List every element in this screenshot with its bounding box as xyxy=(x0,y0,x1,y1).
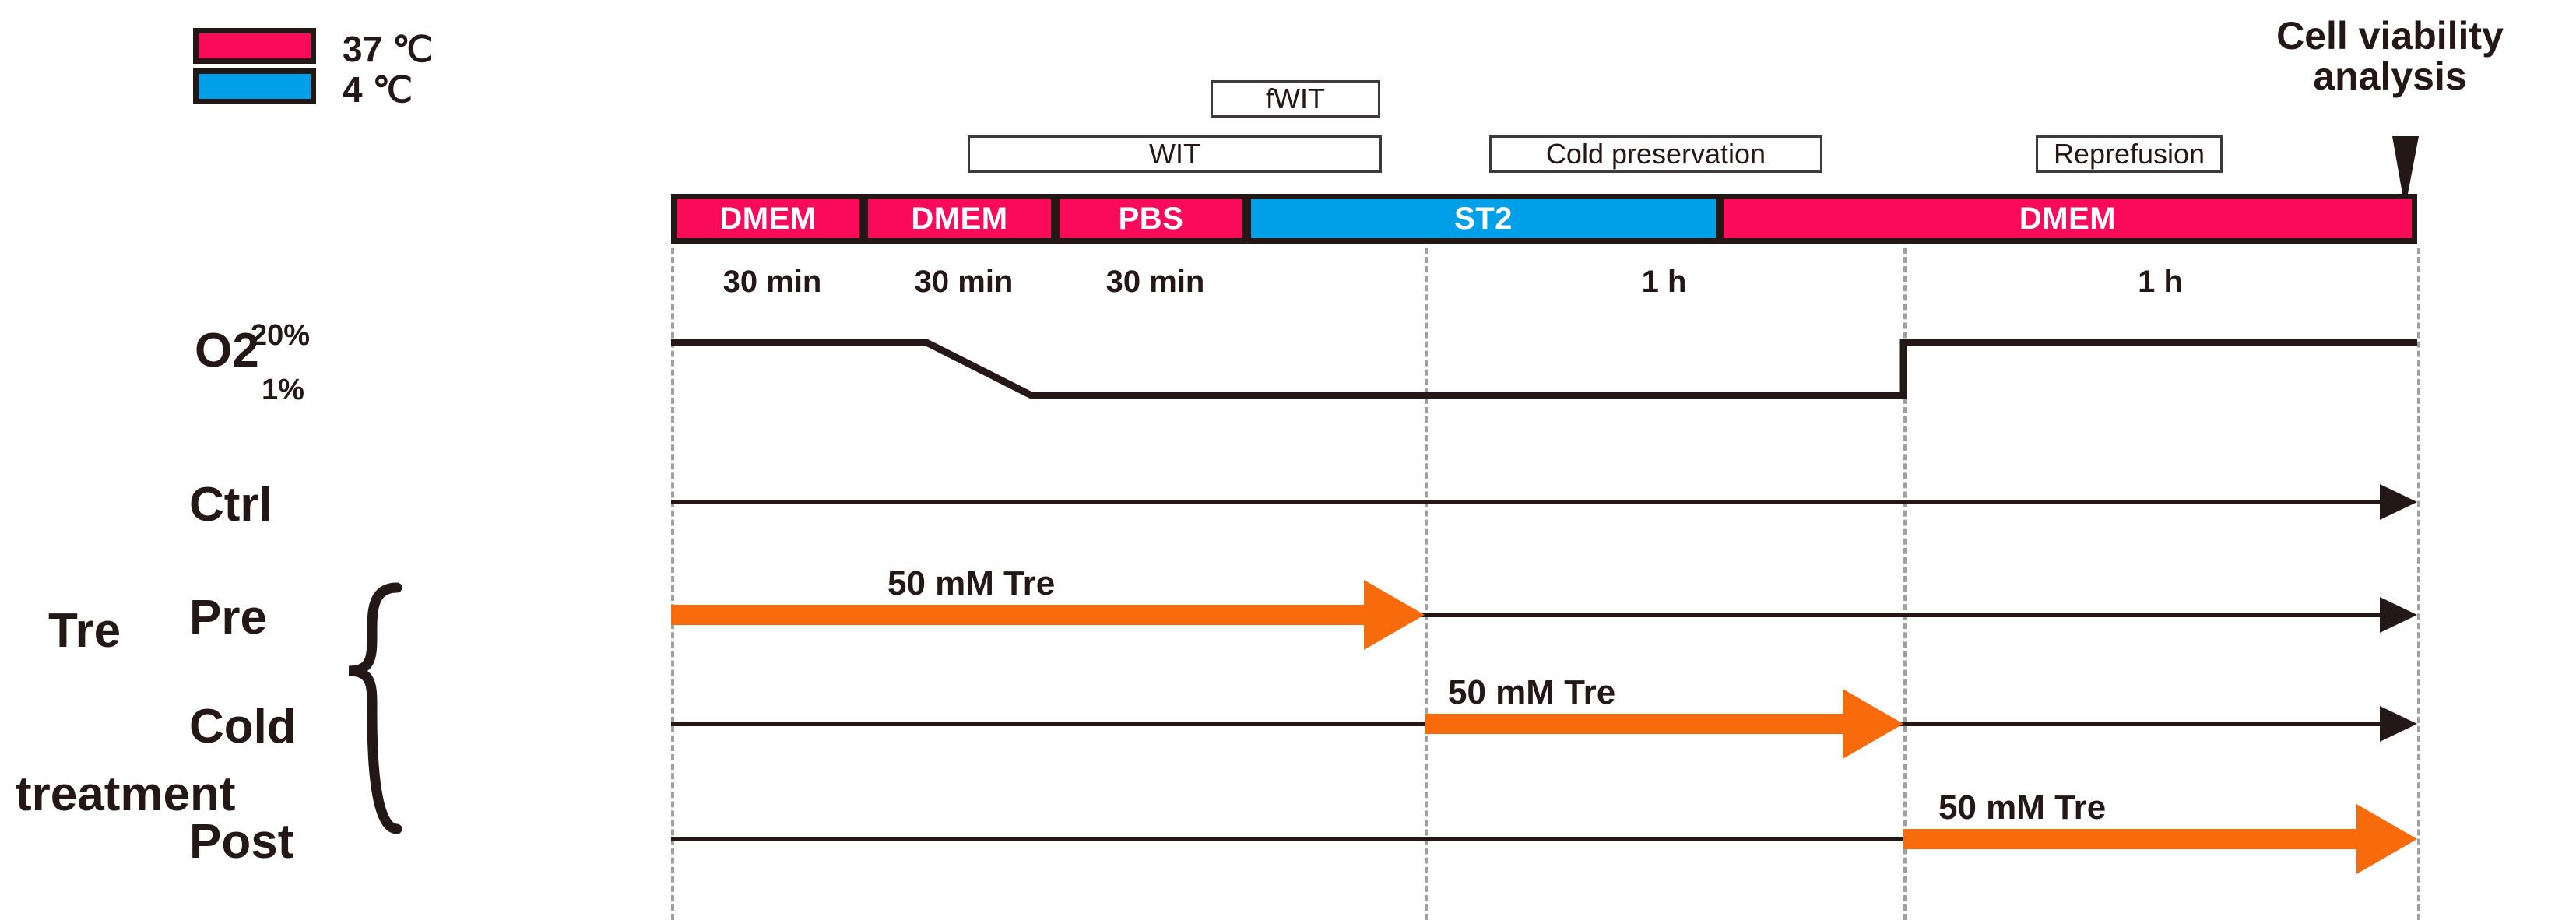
duration-pbs: 30 min xyxy=(1105,265,1205,299)
treatment-arrow-pre xyxy=(671,580,1425,650)
legend-swatch-37c xyxy=(193,28,316,64)
timeline-segment-label: ST2 xyxy=(1454,201,1513,236)
legend-label-37c: 37 ℃ xyxy=(343,29,433,69)
down-triangle-marker xyxy=(2392,136,2419,194)
timeline-segment-dmem-2: DMEM xyxy=(868,199,1051,238)
timeline-segment-pbs: PBS xyxy=(1060,199,1242,238)
treatment-arrow-cold xyxy=(1425,689,1903,759)
ctrl-arrowhead xyxy=(2380,484,2417,520)
treatment-arrow-label-pre: 50 mM Tre xyxy=(887,564,1056,602)
legend-swatch-4c xyxy=(193,68,316,104)
o2-axis-label: O2 xyxy=(195,324,259,377)
legend-label-4c: 4 ℃ xyxy=(343,69,413,110)
row-label-cold: Cold xyxy=(189,700,297,753)
timeline-segment-label: DMEM xyxy=(719,201,817,236)
timeline-segment-dmem-1: DMEM xyxy=(677,199,859,238)
duration-dmem-2: 30 min xyxy=(914,265,1014,299)
o2-trace xyxy=(671,339,2417,399)
phase-box-wit: WIT xyxy=(968,135,1382,173)
row-label-pre: Pre xyxy=(189,591,267,644)
phase-box-wit-label: WIT xyxy=(1149,138,1200,170)
duration-st2: 1 h xyxy=(1641,265,1687,299)
pre-arrowhead xyxy=(2380,597,2417,633)
group-label-line2: treatment xyxy=(16,767,236,821)
phase-box-reperfusion-label: Reprefusion xyxy=(2053,138,2205,170)
treatment-arrow-label-cold: 50 mM Tre xyxy=(1448,673,1616,711)
phase-box-reperfusion: Reprefusion xyxy=(2036,135,2223,173)
row-label-ctrl: Ctrl xyxy=(189,478,272,532)
timeline-segment-label: DMEM xyxy=(2019,201,2117,236)
treatment-arrow-post xyxy=(1903,804,2417,874)
guide-start xyxy=(671,248,674,920)
phase-box-cold-preservation-label: Cold preservation xyxy=(1545,138,1766,170)
duration-dmem-1: 30 min xyxy=(722,265,822,299)
timeline-bar: DMEM DMEM PBS ST2 DMEM xyxy=(671,194,2417,244)
timeline-segment-st2: ST2 xyxy=(1251,199,1716,238)
o2-high-tick: 20% xyxy=(251,319,311,352)
phase-box-fwit-label: fWIT xyxy=(1266,83,1325,114)
cold-arrowhead xyxy=(2380,706,2417,742)
timeline-segment-dmem-3: DMEM xyxy=(1724,199,2412,238)
timeline-segment-label: PBS xyxy=(1118,201,1184,236)
viability-analysis-caption: Cell viability analysis xyxy=(2276,14,2504,98)
o2-low-tick: 1% xyxy=(262,374,304,406)
guide-reperfusion-start xyxy=(1903,248,1907,920)
guide-cold-start xyxy=(1425,248,1428,920)
treatment-arrow-label-post: 50 mM Tre xyxy=(1938,788,2107,827)
phase-box-fwit: fWIT xyxy=(1211,80,1380,118)
guide-end xyxy=(2417,248,2420,920)
group-brace xyxy=(348,582,402,834)
row-label-post: Post xyxy=(189,815,294,869)
duration-dmem-3: 1 h xyxy=(2138,265,2183,299)
phase-box-cold-preservation: Cold preservation xyxy=(1489,135,1822,173)
group-label-line1: Tre xyxy=(48,604,121,658)
timeline-segment-label: DMEM xyxy=(911,201,1008,236)
